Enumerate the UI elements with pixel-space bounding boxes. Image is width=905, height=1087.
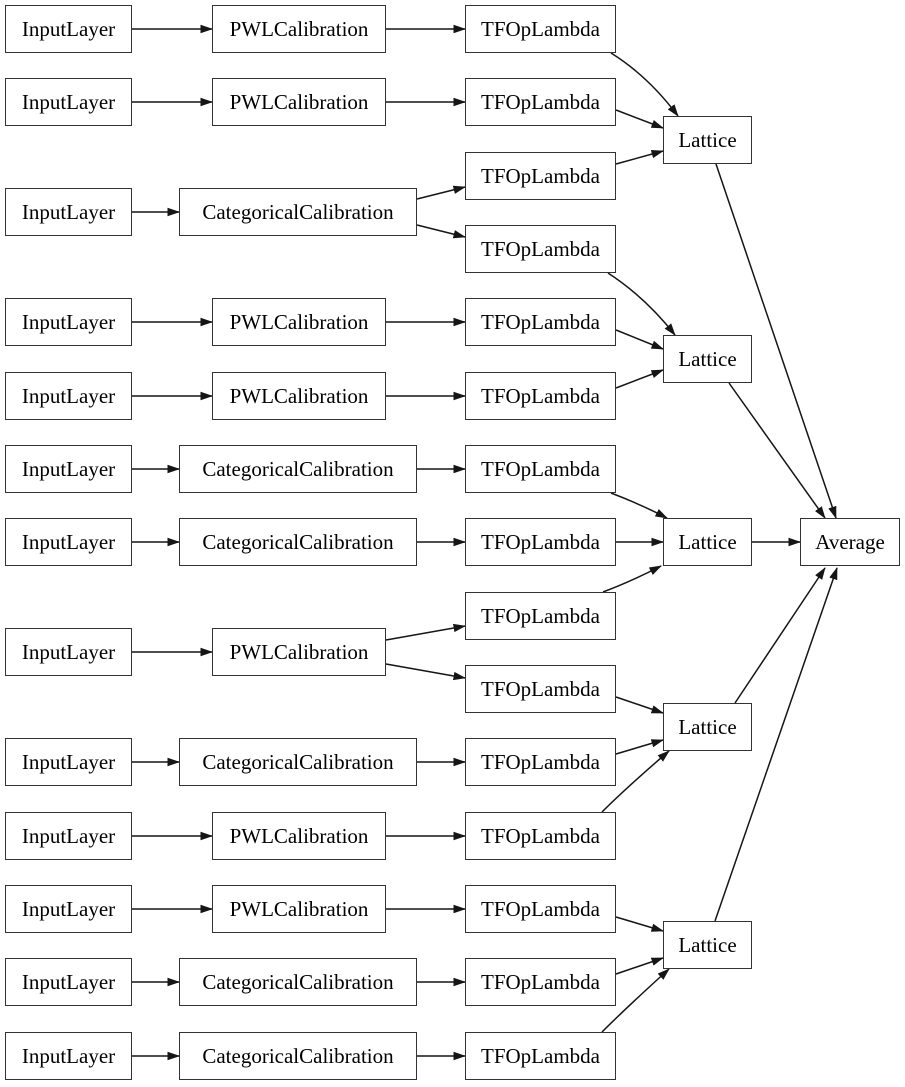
edge-t1-L1 xyxy=(610,52,679,117)
node-in13: InputLayer xyxy=(5,1032,132,1080)
node-cal11: PWLCalibration xyxy=(212,885,386,933)
node-in11: InputLayer xyxy=(5,885,132,933)
node-t6: TFOpLambda xyxy=(465,372,616,420)
node-t15: TFOpLambda xyxy=(465,1032,616,1080)
node-in8: InputLayer xyxy=(5,628,132,676)
node-in1: InputLayer xyxy=(5,5,132,53)
node-L3: Lattice xyxy=(663,518,752,566)
node-t7: TFOpLambda xyxy=(465,445,616,493)
node-in9: InputLayer xyxy=(5,738,132,786)
node-cal12: CategoricalCalibration xyxy=(179,958,417,1006)
node-in3: InputLayer xyxy=(5,188,132,236)
node-in10: InputLayer xyxy=(5,812,132,860)
node-t12: TFOpLambda xyxy=(465,812,616,860)
node-cal1: PWLCalibration xyxy=(212,5,386,53)
node-t11: TFOpLambda xyxy=(465,738,616,786)
node-cal7: CategoricalCalibration xyxy=(179,518,417,566)
node-L4: Lattice xyxy=(663,703,752,751)
edge-t15-L5 xyxy=(601,968,670,1033)
node-in4: InputLayer xyxy=(5,298,132,346)
node-cal10: PWLCalibration xyxy=(212,812,386,860)
edge-t5-L2 xyxy=(615,329,664,350)
edge-cal3-t3 xyxy=(416,185,466,200)
node-t13: TFOpLambda xyxy=(465,885,616,933)
node-L1: Lattice xyxy=(663,116,752,164)
node-cal5: PWLCalibration xyxy=(212,372,386,420)
node-t9: TFOpLambda xyxy=(465,592,616,640)
edge-t4-L2 xyxy=(607,272,676,336)
edge-t10-L4 xyxy=(615,696,664,714)
edge-L2-avg xyxy=(728,382,826,519)
node-in7: InputLayer xyxy=(5,518,132,566)
node-in6: InputLayer xyxy=(5,445,132,493)
node-t10: TFOpLambda xyxy=(465,665,616,713)
edge-t11-L4 xyxy=(615,739,664,755)
edge-L1-avg xyxy=(715,163,837,519)
edge-t13-L5 xyxy=(615,916,664,932)
edge-t2-L1 xyxy=(615,109,664,129)
node-cal6: CategoricalCalibration xyxy=(179,445,417,493)
edge-t7-L3 xyxy=(610,492,668,519)
node-t3: TFOpLambda xyxy=(465,152,616,200)
edge-t3-L1 xyxy=(615,150,664,165)
node-t14: TFOpLambda xyxy=(465,958,616,1006)
edge-cal8-t9 xyxy=(385,623,466,641)
node-cal8: PWLCalibration xyxy=(212,628,386,676)
node-t2: TFOpLambda xyxy=(465,78,616,126)
node-L5: Lattice xyxy=(663,921,752,969)
node-cal2: PWLCalibration xyxy=(212,78,386,126)
edge-L5-avg xyxy=(714,567,838,922)
node-t1: TFOpLambda xyxy=(465,5,616,53)
node-avg: Average xyxy=(800,518,900,566)
edge-cal8-t10 xyxy=(385,663,466,681)
node-t5: TFOpLambda xyxy=(465,298,616,346)
node-in2: InputLayer xyxy=(5,78,132,126)
edge-t14-L5 xyxy=(615,957,664,975)
node-cal3: CategoricalCalibration xyxy=(179,188,417,236)
edge-cal3-t4 xyxy=(416,224,466,239)
node-in12: InputLayer xyxy=(5,958,132,1006)
node-in5: InputLayer xyxy=(5,372,132,420)
node-t4: TFOpLambda xyxy=(465,225,616,273)
node-cal9: CategoricalCalibration xyxy=(179,738,417,786)
edge-t9-L3 xyxy=(602,565,662,593)
node-t8: TFOpLambda xyxy=(465,518,616,566)
edge-t6-L2 xyxy=(615,369,664,389)
node-L2: Lattice xyxy=(663,335,752,383)
node-cal4: PWLCalibration xyxy=(212,298,386,346)
edge-L4-avg xyxy=(734,567,826,704)
edge-t12-L4 xyxy=(601,750,670,813)
node-cal13: CategoricalCalibration xyxy=(179,1032,417,1080)
